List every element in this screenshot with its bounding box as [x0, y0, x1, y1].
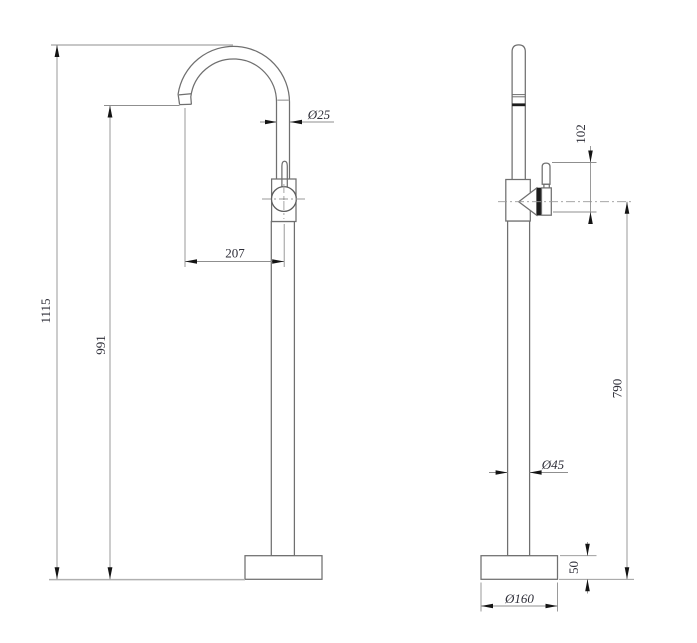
front-column [270, 220, 296, 557]
spout-outer-wall [177, 45, 291, 179]
dim-spout-reach-label: 207 [225, 246, 245, 261]
side-view [480, 44, 634, 580]
dim-spout-diameter-label: Ø25 [307, 107, 331, 122]
dim-outlet-height-label: 991 [93, 335, 108, 355]
side-spout-pipe [511, 44, 526, 180]
side-base [480, 555, 559, 580]
spout-inner-wall [190, 58, 278, 179]
side-dimensions: 102 790 Ø45 50 Ø160 [480, 124, 634, 612]
front-base [244, 555, 323, 580]
side-aerator-band [512, 103, 526, 107]
front-view [177, 45, 323, 580]
dim-column-diameter-label: Ø45 [541, 457, 565, 472]
dim-center-height-label: 790 [609, 379, 624, 399]
side-column [506, 220, 531, 557]
spout-aerator-line [178, 93, 192, 96]
dim-handle-length-label: 102 [573, 124, 588, 144]
dim-base-diameter-label: Ø160 [504, 591, 534, 606]
front-dimensions: 1115 991 Ø25 207 [38, 44, 334, 580]
dim-base-thickness-label: 50 [566, 561, 581, 574]
dim-overall-height-label: 1115 [38, 298, 53, 323]
front-handle-stem [281, 160, 288, 189]
handle-knob [541, 162, 551, 185]
